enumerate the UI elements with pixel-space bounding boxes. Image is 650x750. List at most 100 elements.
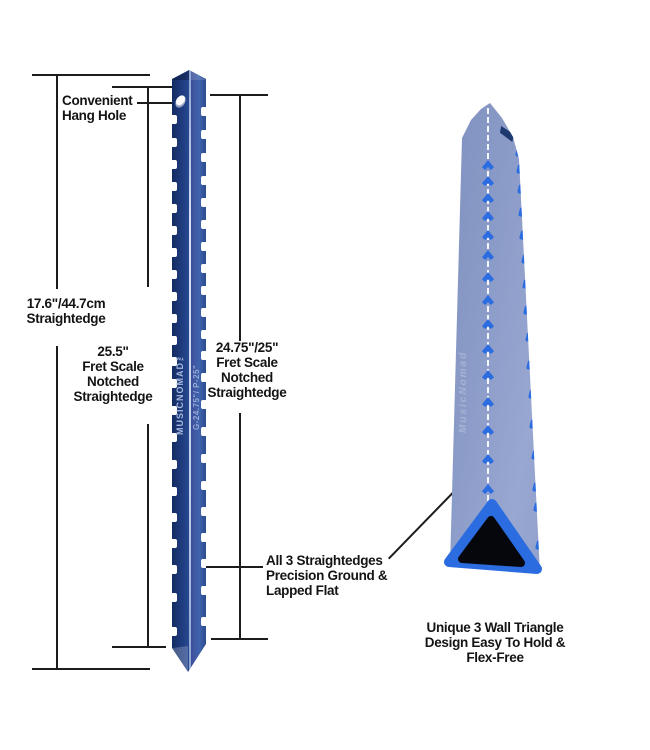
label-line: Straightedge [73,389,153,404]
notch [172,593,177,602]
notch [526,360,536,371]
notch [172,226,177,235]
notch [172,627,177,636]
label-line: Lapped Flat [266,583,339,598]
notch [482,370,494,380]
notch [201,330,206,339]
notch [172,204,177,213]
label-line: 25.5" [97,344,129,359]
precision-pointer-line [190,566,263,568]
notch [201,198,206,207]
dim-17-tick-top [32,74,150,76]
label-line: Notched [221,370,273,385]
dim-17-vertical-bottom [56,346,58,670]
label-line: 24.75"/25" [215,340,279,355]
triangle-hollow-core [458,516,525,567]
notch [516,164,526,175]
notch [482,211,494,221]
notch [517,184,527,195]
dim-25-vertical-top [147,86,149,287]
label-line: Fret Scale [82,359,144,374]
notch [201,400,206,409]
notch [172,182,177,191]
notch [201,308,206,317]
label-line: 17.6"/44.7cm [26,296,106,311]
label-line: Straightedge [207,385,287,400]
dim-17-tick-bottom [32,668,150,670]
label-line: Notched [87,374,139,389]
label-24-75-scale: 24.75"/25" Fret Scale Notched Straighted… [190,340,304,400]
notch [172,460,177,469]
ruler-top-facet-right [189,70,206,80]
hang-hole-pointer-line [137,102,176,104]
label-line: All 3 Straightedges [266,553,383,568]
notch [523,305,533,316]
notch [529,419,539,430]
brand-engraving: MUSICNOMAD™ [175,351,185,435]
notch [172,115,177,124]
label-line: Precision Ground & [266,568,388,583]
notch [519,230,529,241]
notch [201,617,206,626]
ghost-logo-engraving: MusicNomad [458,350,469,433]
label-25-5-scale: 25.5" Fret Scale Notched Straightedge [49,344,177,404]
notch [528,389,538,400]
notch [201,130,206,139]
dim-25-tick-bottom [112,646,166,648]
notch [201,481,206,490]
ruler-top-facet-left [172,70,189,80]
notch [531,450,540,461]
notch [172,406,177,415]
label-line: Fret Scale [216,355,278,370]
notch [172,487,177,496]
notch [172,513,177,522]
notch [482,295,494,305]
label-line: Hang Hole [62,108,127,123]
label-line: Flex-Free [466,650,524,665]
notch [525,332,535,343]
label-precision-ground: All 3 Straightedges Precision Ground & L… [266,553,406,598]
notch [172,433,177,442]
notch [482,344,494,354]
notch [201,373,206,382]
notch [172,160,177,169]
label-line: Design Easy To Hold & [424,635,566,650]
dim-25-tick-top [112,86,173,88]
notch [482,250,494,260]
notch [482,425,494,435]
notch [482,176,494,186]
notch [482,230,494,240]
notch [201,220,206,229]
ruler-center-ridge [189,70,191,672]
notch [482,193,494,203]
notch [172,357,177,366]
notch [172,336,177,345]
model-engraving: G-24.75"/ P-25" [192,364,201,430]
notch [172,270,177,279]
notch [172,138,177,147]
notch [482,272,494,282]
notch [521,254,531,265]
label-hang-hole: Convenient Hang Hole [62,93,152,123]
top-cut-shadow [500,126,514,142]
notch [201,454,206,463]
notch [172,565,177,574]
notch [201,586,206,595]
notch [201,264,206,273]
notch [172,248,177,257]
notch [515,147,525,158]
notch [172,314,177,323]
notch [201,351,206,360]
dim-24-tick-bottom [211,638,268,640]
notch [201,107,206,116]
notch [201,286,206,295]
notch [201,427,206,436]
notch [172,379,177,388]
front-edge-ridge [487,108,489,504]
label-line: Straightedge [26,311,106,326]
notch [201,559,206,568]
notch [482,319,494,329]
notch [532,482,540,493]
ruler-bottom-facet [172,646,188,672]
notch [201,533,206,542]
